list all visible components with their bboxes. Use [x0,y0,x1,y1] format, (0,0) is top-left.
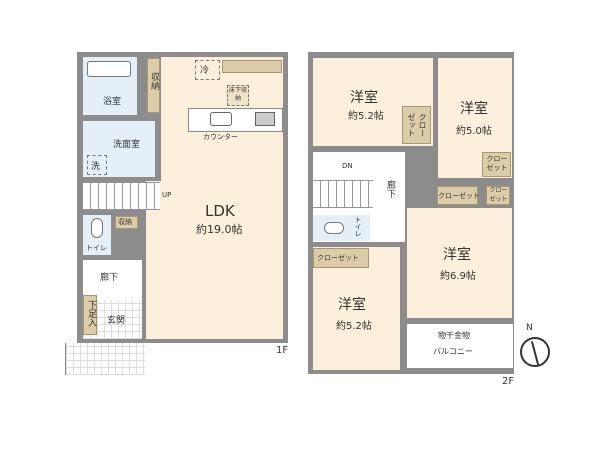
room-ne-size: 約5.0帖 [456,126,492,137]
stove-icon [255,112,275,126]
room-ldk [146,57,283,339]
room-se-label: 洋室 [443,247,471,263]
stairs [83,182,160,210]
sink-icon [210,112,232,126]
closet-sw-label: クローゼット [317,254,359,262]
storage-small-label: 収納 [118,218,132,226]
underfloor-storage [227,85,249,106]
entrance-label: 玄関 [107,316,126,326]
room-sw-label: 洋室 [338,297,366,313]
bathtub-icon [87,61,131,77]
entry-porch [65,343,145,375]
closet-mid-label: クローゼット [438,192,480,200]
floor-1-plan: 浴室 収納 洗面室 洗 UP トイレ 収納 廊下 玄関 下足入 冷 床下収納 カ… [65,52,289,375]
hall-label: 廊下 [100,273,119,283]
balcony [407,324,513,368]
stairs-up-label: UP [162,191,172,199]
hall-label: 廊下 [385,180,395,198]
washer-label: 洗 [91,162,101,172]
balcony-label: バルコニー [433,347,473,356]
room-nw-size: 約5.2帖 [348,111,384,122]
drying-rack-label: 物干金物 [438,331,470,340]
room-sw-size: 約5.2帖 [336,321,372,332]
closet-se [486,186,510,205]
fridge-label: 冷 [200,66,210,76]
floor-2-label: 2F [502,376,515,387]
room-washroom [83,121,155,177]
toilet-label: トイレ [86,244,107,252]
closet-se-label: クローゼット [489,187,508,203]
closet-ne-label: クローゼット [486,155,508,172]
toilet-label: トイレ [354,216,362,237]
compass-north-label: N [526,323,533,333]
closet-mid [437,186,478,205]
bath-label: 浴室 [103,97,122,107]
shoe-storage [83,295,97,335]
ldk-label: LDK [205,202,235,220]
counter-label: カウンター [203,133,238,141]
storage-label: 収納 [149,72,159,90]
stairs-dn-label: DN [342,162,353,170]
toilet-icon [324,222,344,234]
room-nw-label: 洋室 [350,90,378,106]
underfloor-label: 床下収納 [228,87,247,102]
hallway [83,260,142,300]
compass-icon [520,337,550,367]
storage [147,58,160,113]
kitchen-shelf [222,60,282,73]
room-se-size: 約6.9帖 [440,271,476,282]
washer [87,155,107,175]
floor-1-label: 1F [276,345,289,356]
closet-ne [482,152,511,177]
washroom-label: 洗面室 [113,140,141,150]
stairs [313,180,373,208]
closet [402,106,431,144]
ldk-size: 約19.0帖 [196,223,243,236]
fridge [195,60,220,80]
room-se [407,208,512,318]
shoe-storage-label: 下足入 [86,300,96,327]
closet-label: クローゼット [407,113,427,137]
closet-sw [313,248,369,268]
room-ne-label: 洋室 [460,101,488,117]
toilet-icon [91,218,103,238]
storage-small [115,216,138,229]
floor-2-plan: 洋室 約5.2帖 洋室 約5.0帖 クローゼット DN 廊下 トイレ クローゼッ… [300,0,600,450]
